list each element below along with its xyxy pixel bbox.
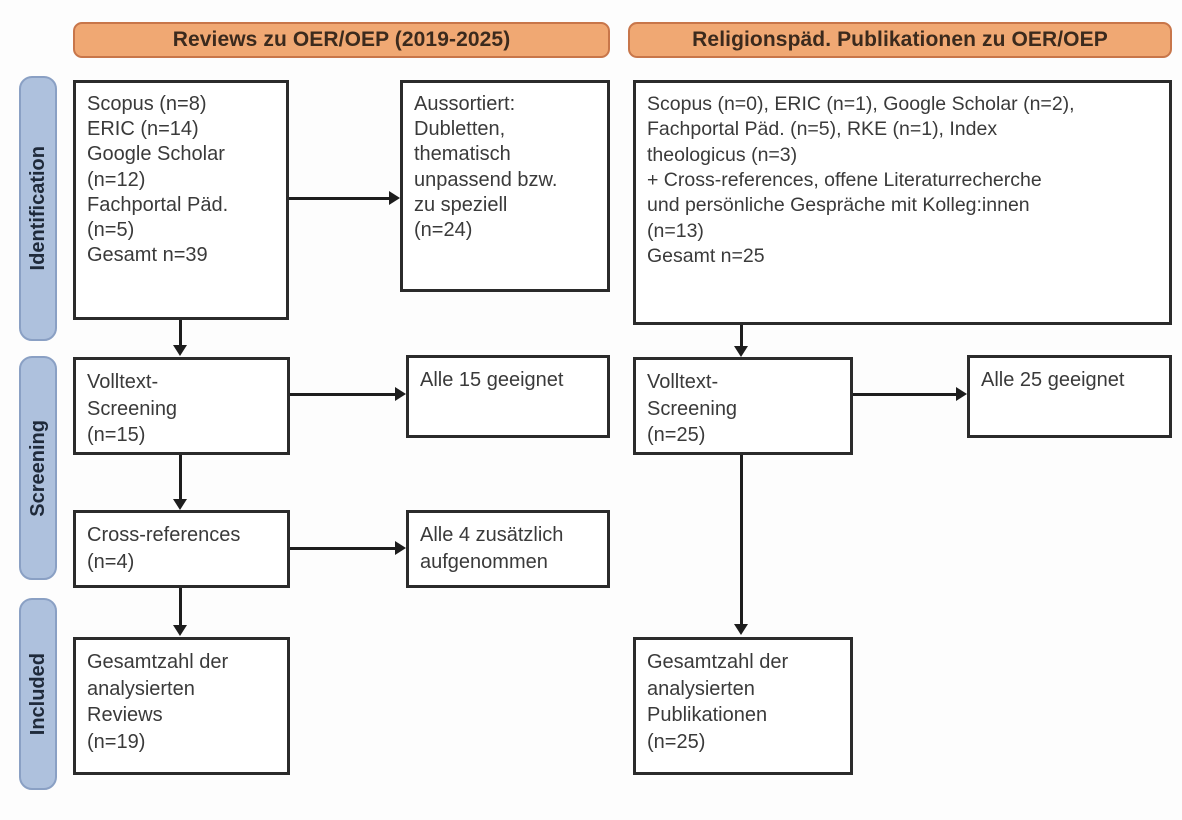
stage-pill-screening: Screening <box>19 356 57 580</box>
stage-pill-identification: Identification <box>19 76 57 341</box>
box-right-included: Gesamtzahl der analysierten Publikatione… <box>633 637 853 775</box>
connector-left-sources-to-excluded <box>289 197 389 200</box>
stage-label-screening: Screening <box>26 419 49 517</box>
box-left-crossrefs-result: Alle 4 zusätzlich aufgenommen <box>406 510 610 588</box>
connector-left-fulltext-to-crossrefs <box>179 455 182 500</box>
box-left-fulltext-result: Alle 15 geeignet <box>406 355 610 438</box>
column-header-left-label: Reviews zu OER/OEP (2019-2025) <box>172 28 511 51</box>
arrowhead-right-sources-to-fulltext <box>734 346 748 357</box>
arrowhead-left-fulltext-to-result <box>395 387 406 401</box>
stage-label-included: Included <box>26 652 49 736</box>
box-right-fulltext-result: Alle 25 geeignet <box>967 355 1172 438</box>
arrowhead-right-fulltext-to-included <box>734 624 748 635</box>
arrowhead-left-sources-to-fulltext <box>173 345 187 356</box>
arrowhead-left-crossrefs-to-result <box>395 541 406 555</box>
connector-left-fulltext-to-result <box>290 393 395 396</box>
connector-right-fulltext-to-included <box>740 455 743 625</box>
column-header-right-label: Religionspäd. Publikationen zu OER/OEP <box>692 28 1108 51</box>
box-left-crossrefs: Cross-references (n=4) <box>73 510 290 588</box>
connector-left-sources-to-fulltext <box>179 320 182 346</box>
column-header-left: Reviews zu OER/OEP (2019-2025) <box>73 22 610 58</box>
arrowhead-left-fulltext-to-crossrefs <box>173 499 187 510</box>
box-left-fulltext-screening: Volltext- Screening (n=15) <box>73 357 290 455</box>
box-left-sources: Scopus (n=8) ERIC (n=14) Google Scholar … <box>73 80 289 320</box>
column-header-right: Religionspäd. Publikationen zu OER/OEP <box>628 22 1172 58</box>
stage-pill-included: Included <box>19 598 57 790</box>
connector-left-crossrefs-to-result <box>290 547 395 550</box>
arrowhead-right-fulltext-to-result <box>956 387 967 401</box>
box-right-fulltext-screening: Volltext- Screening (n=25) <box>633 357 853 455</box>
stage-label-identification: Identification <box>26 146 49 271</box>
connector-left-crossrefs-to-included <box>179 588 182 626</box>
connector-right-sources-to-fulltext <box>740 325 743 347</box>
box-left-included: Gesamtzahl der analysierten Reviews (n=1… <box>73 637 290 775</box>
connector-right-fulltext-to-result <box>853 393 957 396</box>
arrowhead-left-crossrefs-to-included <box>173 625 187 636</box>
box-right-sources: Scopus (n=0), ERIC (n=1), Google Scholar… <box>633 80 1172 325</box>
box-left-excluded: Aussortiert: Dubletten, thematisch unpas… <box>400 80 610 292</box>
arrowhead-left-sources-to-excluded <box>389 191 400 205</box>
